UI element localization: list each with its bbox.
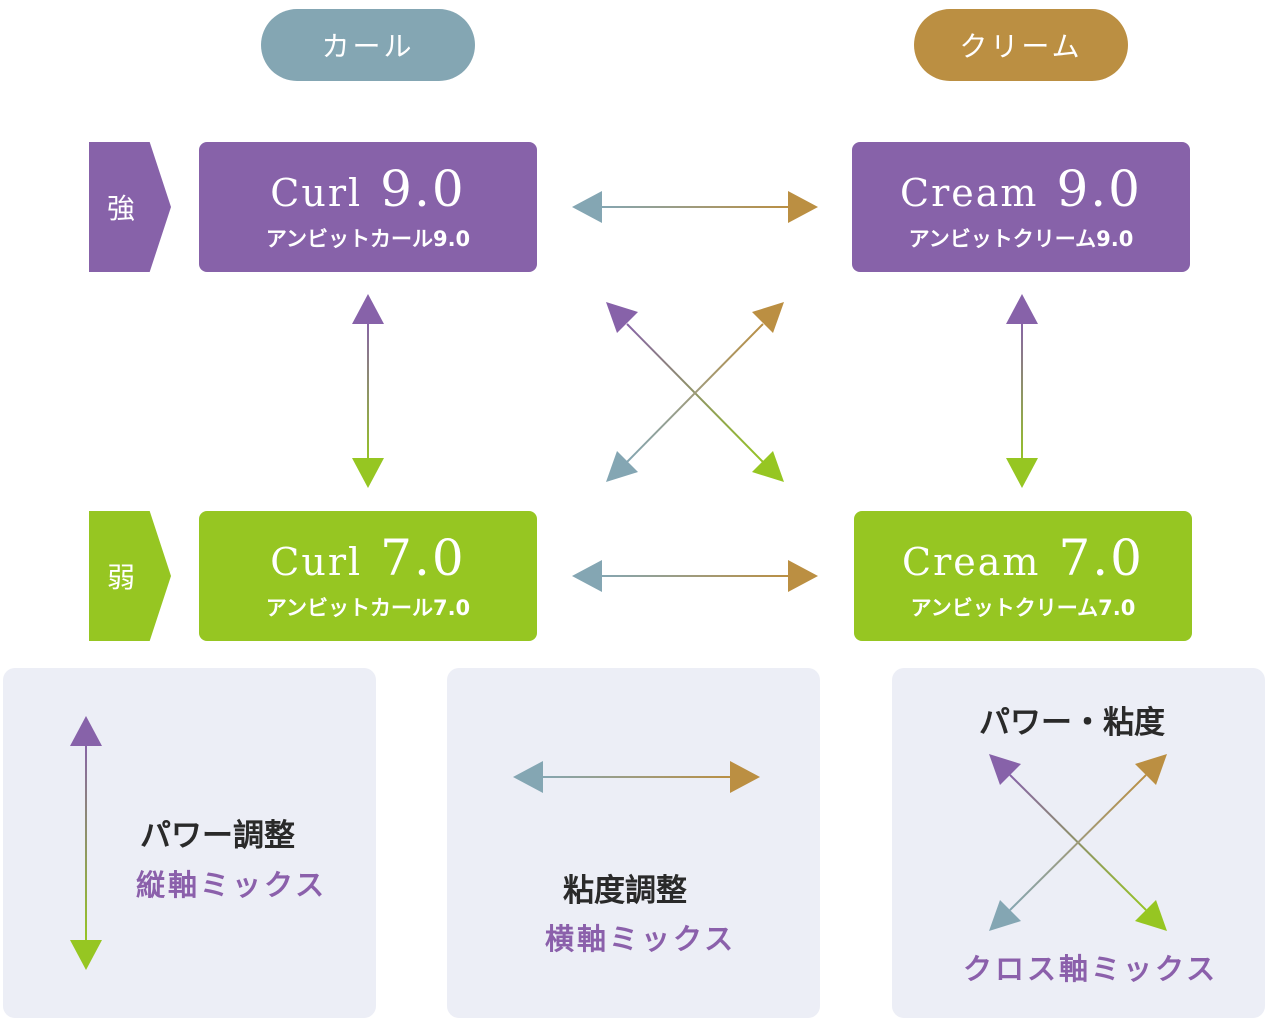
curl-70-version: 7.0 bbox=[380, 528, 466, 587]
cream-90-subtitle: アンビットクリーム9.0 bbox=[908, 226, 1134, 251]
curl-cream-90-double-arrow bbox=[572, 191, 818, 223]
curl-header-label: カール bbox=[321, 30, 415, 63]
curl-90-box: Curl 9.0 アンビットカール9.0 bbox=[199, 142, 537, 272]
curl-cream-70-double-arrow bbox=[572, 560, 818, 592]
curl-70-box: Curl 7.0 アンビットカール7.0 bbox=[199, 511, 537, 641]
curl-70-name: Curl bbox=[270, 539, 363, 584]
cream-vertical-double-arrow bbox=[1006, 294, 1038, 488]
horizontal-mix-subtitle: 横軸ミックス bbox=[545, 922, 737, 956]
strong-level-label: 強 bbox=[107, 192, 136, 225]
cream-90-version: 9.0 bbox=[1056, 159, 1142, 218]
curl-90-version: 9.0 bbox=[380, 159, 466, 218]
weak-level-label: 弱 bbox=[107, 561, 136, 594]
cream-90-title: Cream 9.0 bbox=[900, 159, 1142, 218]
vertical-mix-panel bbox=[3, 668, 376, 1018]
cream-70-subtitle: アンビットクリーム7.0 bbox=[910, 595, 1136, 620]
curl-90-title: Curl 9.0 bbox=[270, 159, 466, 218]
cream-70-version: 7.0 bbox=[1058, 528, 1144, 587]
cross-mix-subtitle: クロス軸ミックス bbox=[963, 952, 1219, 986]
curl-90-subtitle: アンビットカール9.0 bbox=[265, 226, 471, 251]
curl-70-title: Curl 7.0 bbox=[270, 528, 466, 587]
vertical-mix-subtitle: 縦軸ミックス bbox=[136, 868, 328, 902]
cream-90-box: Cream 9.0 アンビットクリーム9.0 bbox=[852, 142, 1190, 272]
curl-70-subtitle: アンビットカール7.0 bbox=[265, 595, 471, 620]
cream-header-pill: クリーム bbox=[914, 9, 1128, 81]
curl-header-pill: カール bbox=[261, 9, 475, 81]
cream-90-name: Cream bbox=[900, 170, 1039, 215]
cream-70-box: Cream 7.0 アンビットクリーム7.0 bbox=[854, 511, 1192, 641]
legend-vertical-arrow-icon bbox=[70, 716, 102, 970]
cream-70-title: Cream 7.0 bbox=[902, 528, 1144, 587]
cream-70-name: Cream bbox=[902, 539, 1041, 584]
horizontal-mix-panel bbox=[447, 668, 820, 1018]
vertical-mix-title: パワー調整 bbox=[140, 818, 295, 854]
legend-cross-arrow-icon bbox=[989, 754, 1167, 931]
legend-horizontal-arrow-icon bbox=[513, 761, 760, 793]
cream-header-label: クリーム bbox=[959, 30, 1083, 63]
curl-90-name: Curl bbox=[270, 170, 363, 215]
cross-mix-title: パワー・粘度 bbox=[979, 705, 1165, 741]
curl-vertical-double-arrow bbox=[352, 294, 384, 488]
horizontal-mix-title: 粘度調整 bbox=[563, 873, 687, 909]
center-cross-arrows bbox=[606, 302, 784, 482]
